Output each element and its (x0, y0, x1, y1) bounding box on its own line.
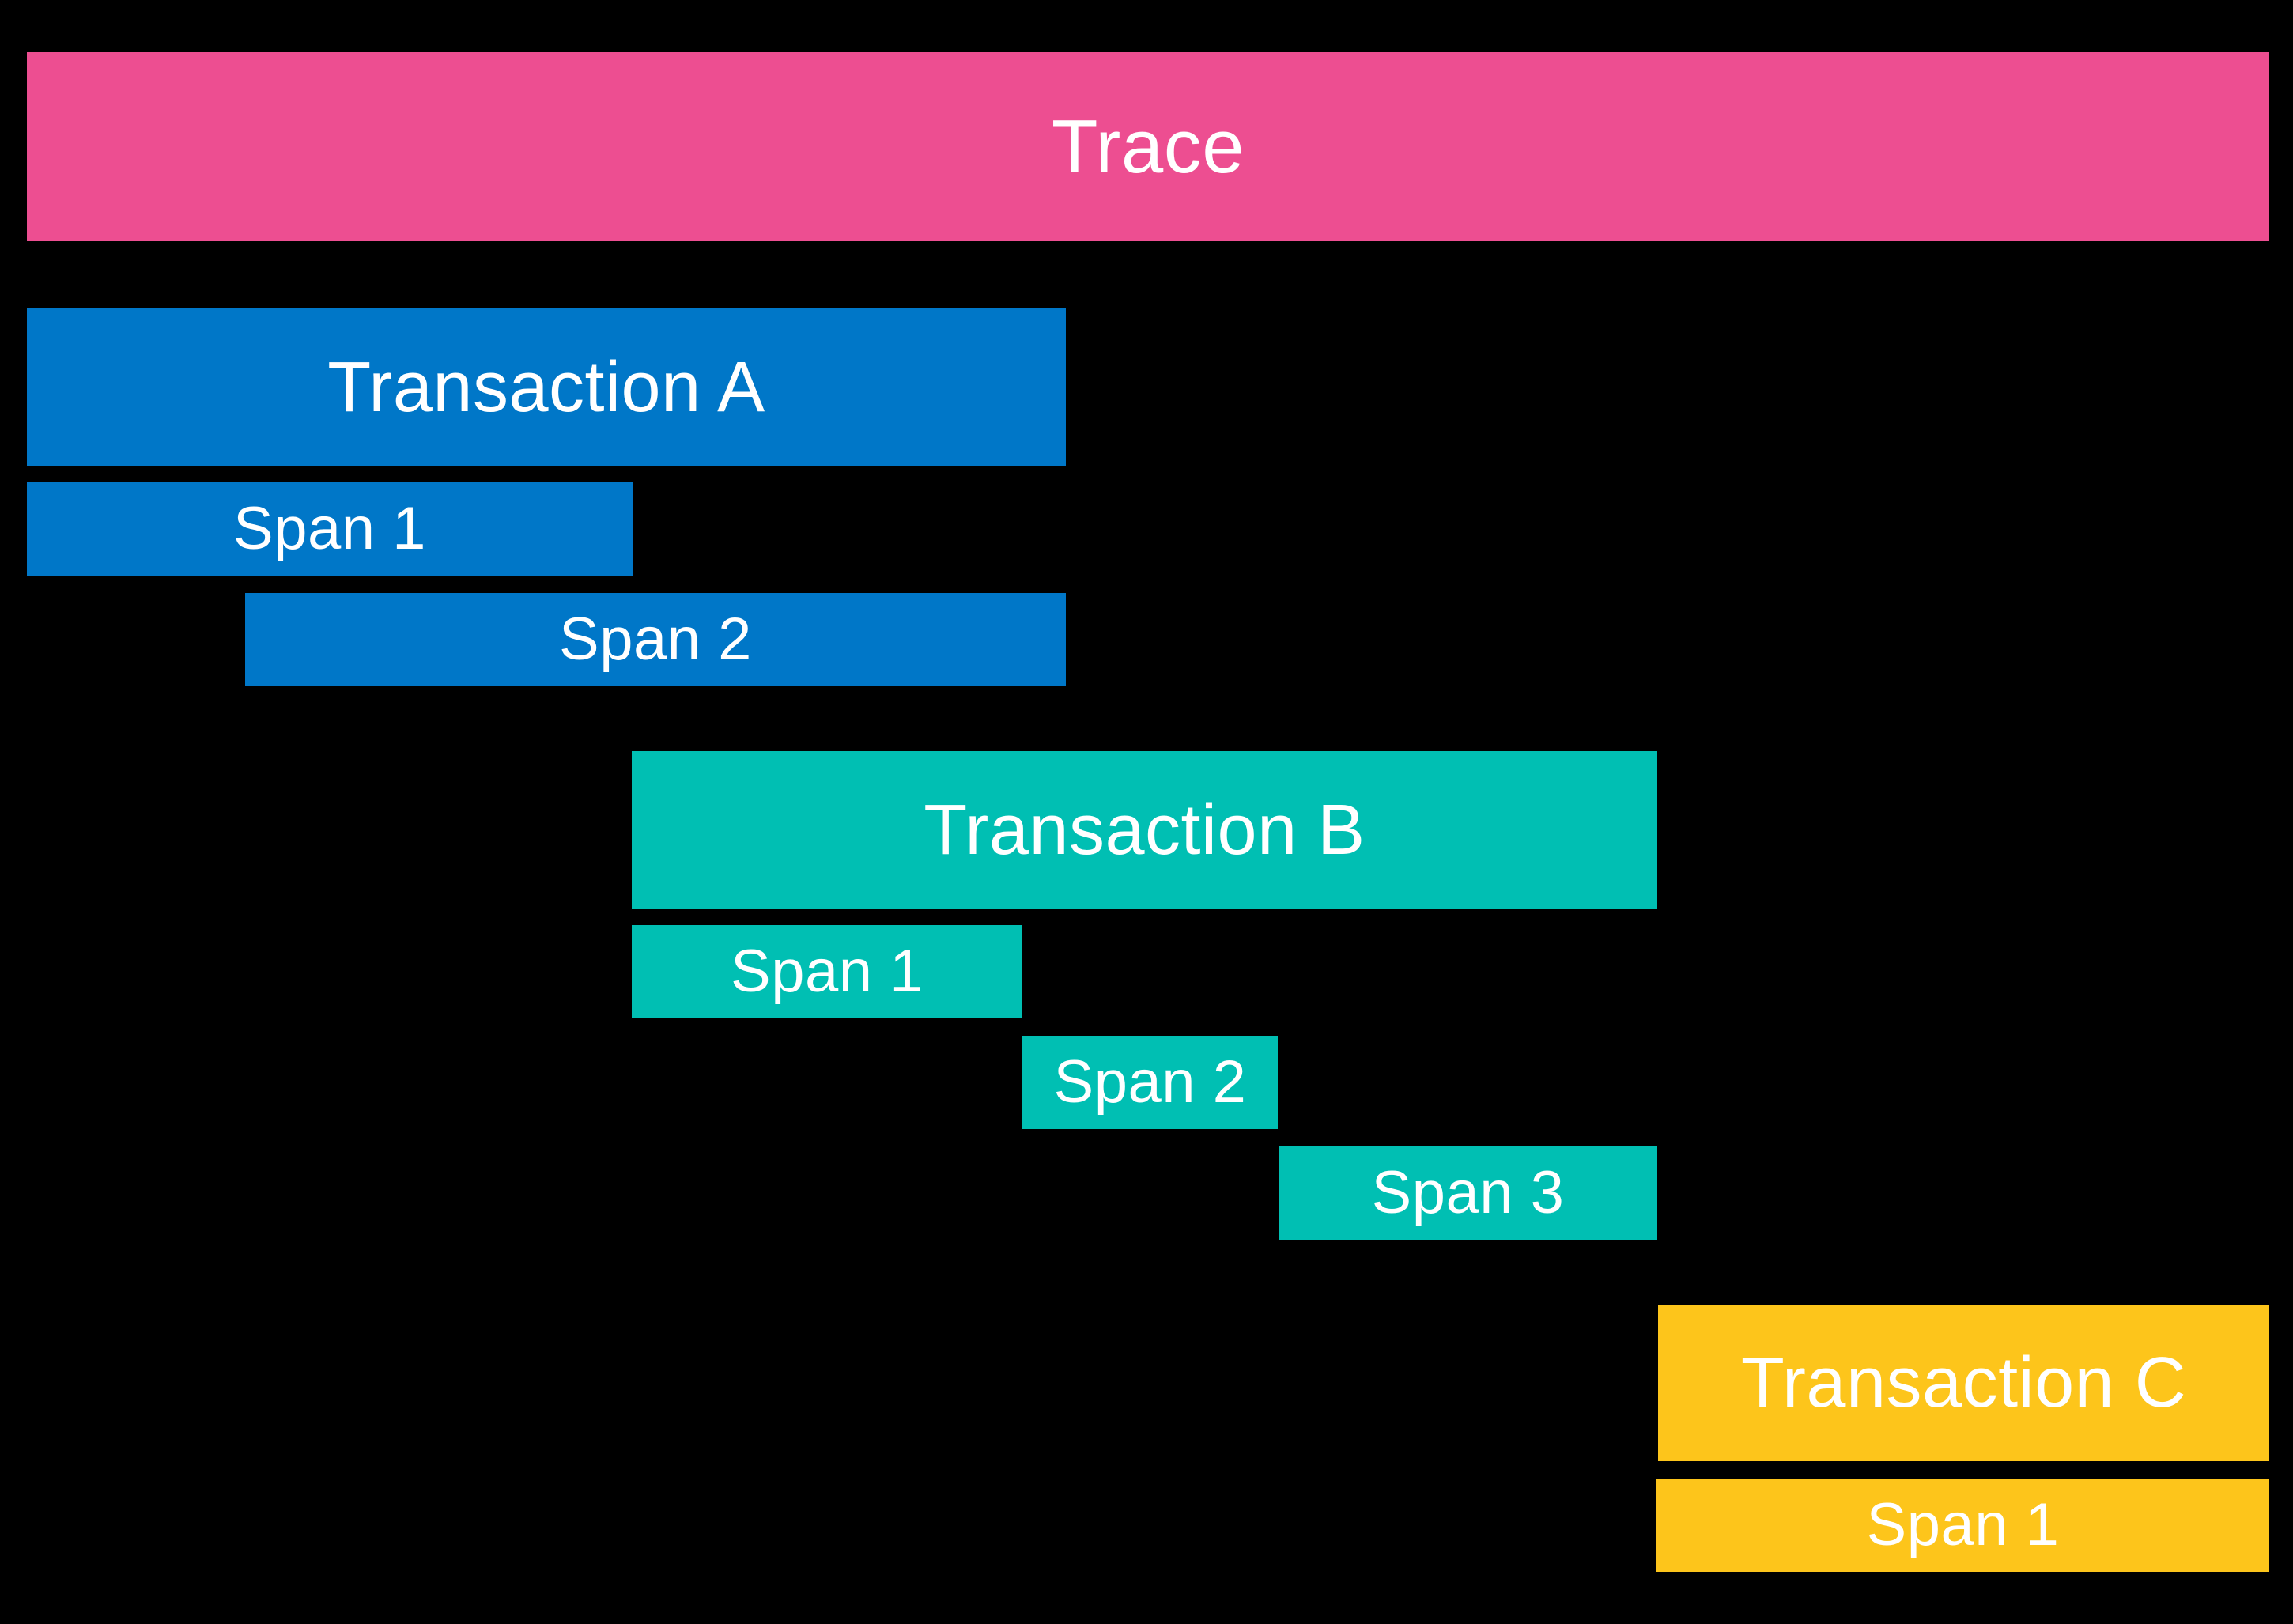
transaction-b-span-1-bar: Span 1 (632, 925, 1022, 1018)
transaction-a-span-1-bar: Span 1 (27, 482, 633, 576)
transaction-b-span-3-bar: Span 3 (1279, 1146, 1657, 1240)
transaction-c-label: Transaction C (1740, 1343, 2187, 1422)
transaction-a-span-1-label: Span 1 (233, 495, 426, 562)
trace-bar-label: Trace (1051, 104, 1245, 189)
transaction-b-span-3-label: Span 3 (1371, 1159, 1565, 1226)
transaction-b-bar: Transaction B (632, 751, 1657, 909)
transaction-b-label: Transaction B (924, 791, 1366, 870)
transaction-b-span-1-label: Span 1 (731, 938, 924, 1005)
transaction-a-span-2-bar: Span 2 (245, 593, 1066, 686)
transaction-a-label: Transaction A (327, 348, 765, 427)
transaction-c-span-1-label: Span 1 (1866, 1491, 2060, 1558)
transaction-b-span-2-label: Span 2 (1053, 1048, 1247, 1116)
transaction-b-span-2-bar: Span 2 (1022, 1036, 1278, 1129)
trace-bar: Trace (27, 52, 2269, 241)
transaction-a-span-2-label: Span 2 (559, 606, 752, 673)
transaction-a-bar: Transaction A (27, 308, 1066, 466)
transaction-c-bar: Transaction C (1658, 1305, 2269, 1461)
transaction-c-span-1-bar: Span 1 (1656, 1479, 2269, 1572)
